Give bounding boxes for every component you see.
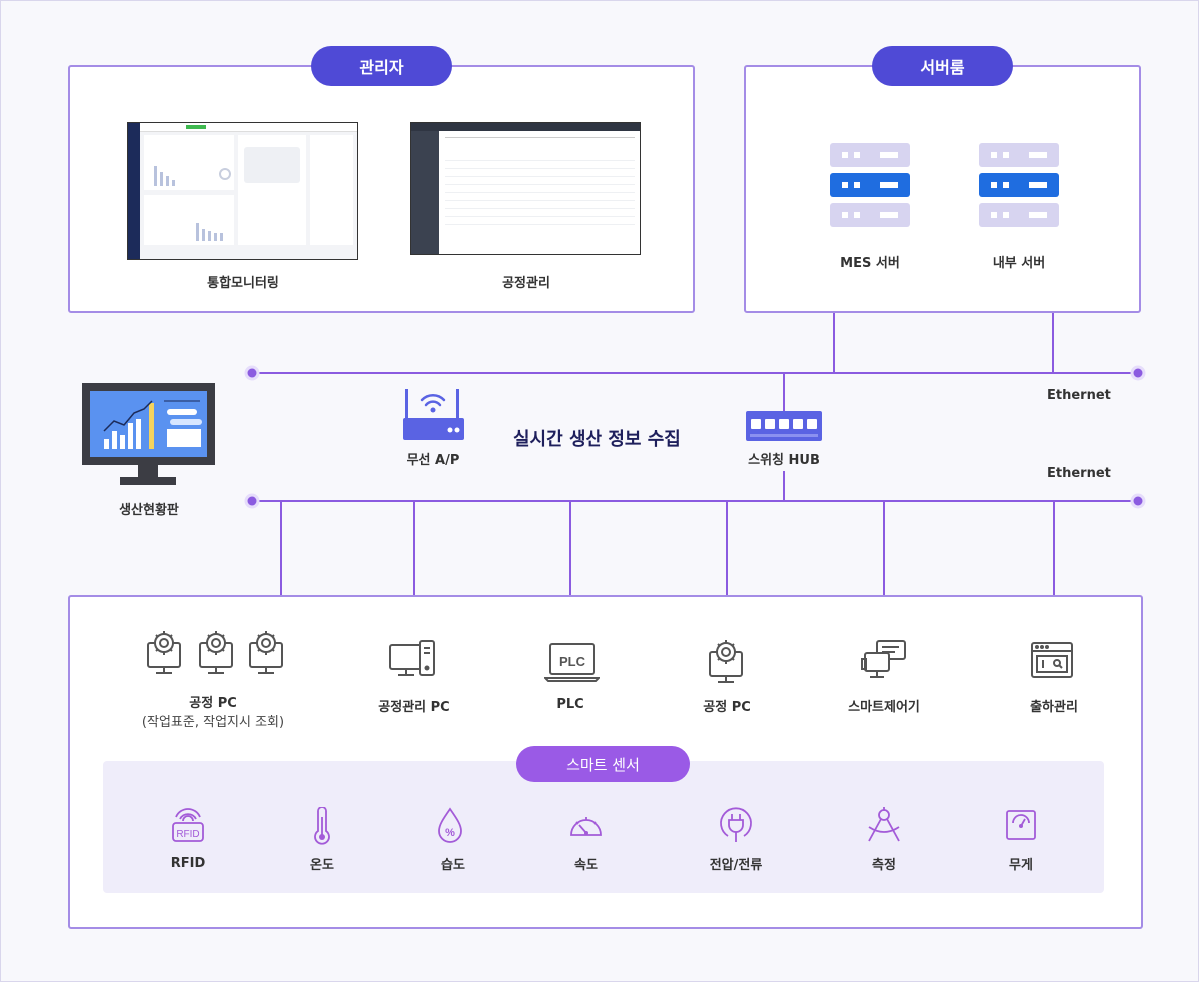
monitoring-screen-thumbnail[interactable]: [127, 122, 358, 260]
svg-text:RFID: RFID: [176, 829, 199, 840]
smart-controller-icon: [861, 640, 906, 678]
scale-icon: [1006, 810, 1036, 840]
plc-laptop-icon: PLC: [544, 643, 600, 682]
rfid-icon: RFID: [172, 808, 204, 842]
server-label: 내부 서버: [992, 256, 1046, 271]
device-label: 공정관리 PC: [378, 700, 450, 715]
power-plug-icon: [720, 807, 752, 842]
svg-text:PLC: PLC: [559, 654, 586, 669]
admin-group-box: 통합모니터링 공정관리: [68, 65, 695, 313]
bus-node: [1130, 493, 1146, 509]
thermometer-icon: [314, 807, 330, 845]
dashboard-label: 생산현황판: [119, 503, 179, 518]
server-label: MES 서버: [840, 256, 900, 271]
svg-text:%: %: [445, 827, 455, 839]
device-label: 공정 PC: [703, 700, 751, 715]
admin-item-label: 공정관리: [502, 276, 550, 291]
device-label: 공정 PC: [189, 696, 237, 711]
device-label: 스마트제어기: [848, 700, 920, 715]
internal-server-icon: [979, 143, 1059, 227]
device-sublabel: (작업표준, 작업지시 조회): [141, 715, 285, 730]
ethernet-label-top: Ethernet: [1047, 388, 1111, 403]
network-title: 실시간 생산 정보 수집: [513, 429, 681, 450]
admin-group-pill: 관리자: [311, 46, 452, 86]
smart-sensor-panel: [103, 761, 1104, 893]
bus-node: [1130, 365, 1146, 381]
switching-hub-icon: [746, 411, 822, 441]
humidity-drop-icon: %: [438, 807, 462, 843]
bus-node: [244, 493, 260, 509]
wireless-ap-icon: [403, 389, 464, 440]
sensor-label: 속도: [574, 858, 598, 873]
gear-monitor-icon: [147, 631, 283, 674]
sensor-label: 온도: [310, 858, 334, 873]
compass-icon: [868, 807, 900, 842]
sensor-label: 전압/전류: [709, 858, 763, 873]
shipping-window-icon: [1031, 642, 1073, 678]
device-label: 출하관리: [1030, 700, 1078, 715]
dashboard-monitor-icon: [82, 383, 215, 485]
switch-hub-label: 스위칭 HUB: [748, 453, 820, 468]
sensor-label: 습도: [441, 858, 465, 873]
mes-server-icon: [830, 143, 910, 227]
server-room-pill: 서버룸: [872, 46, 1013, 86]
access-point-label: 무선 A/P: [406, 453, 460, 468]
bus-node: [244, 365, 260, 381]
sensor-label: RFID: [170, 856, 206, 871]
sensor-label: 무게: [1009, 858, 1033, 873]
admin-item-label: 통합모니터링: [207, 276, 279, 291]
smart-sensor-pill: 스마트 센서: [516, 746, 690, 782]
speedometer-icon: [570, 817, 602, 836]
sensor-label: 측정: [872, 858, 896, 873]
device-label: PLC: [556, 697, 584, 712]
ethernet-label-bottom: Ethernet: [1047, 466, 1111, 481]
gear-monitor-icon: [709, 640, 743, 683]
desktop-pc-icon: [389, 640, 435, 676]
process-screen-thumbnail[interactable]: [410, 122, 641, 255]
server-room-group-box: MES 서버 내부 서버: [744, 65, 1141, 313]
